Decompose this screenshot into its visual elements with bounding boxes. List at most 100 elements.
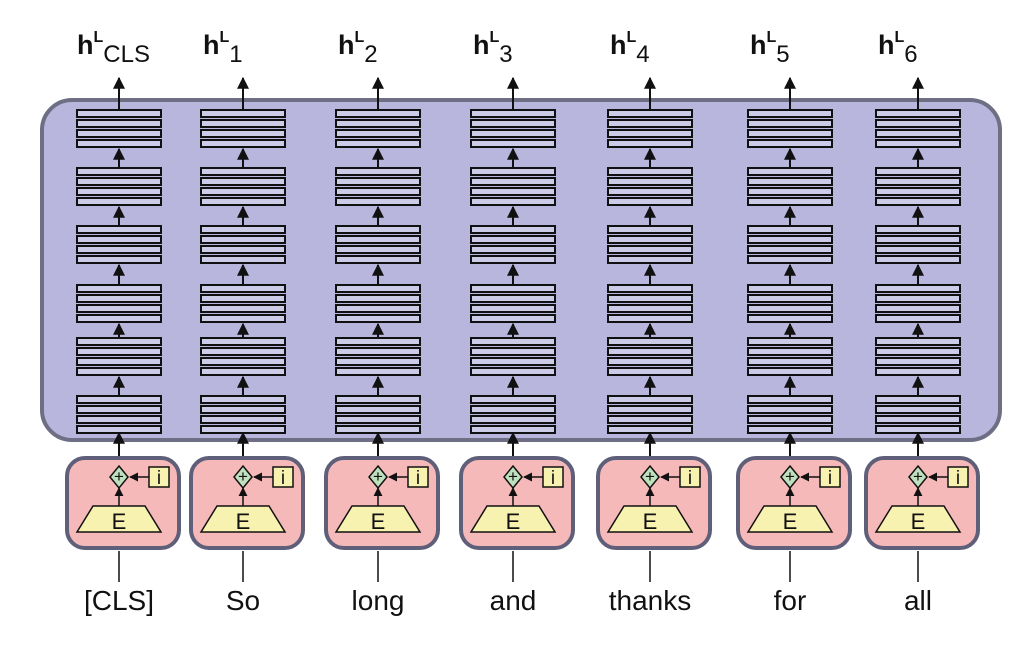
layer-bar <box>76 119 162 128</box>
layer-bar <box>76 395 162 404</box>
layer-bar <box>200 197 286 206</box>
layer-bar <box>335 367 421 376</box>
output-label: hL4 <box>610 29 650 68</box>
layer-bar <box>200 245 286 254</box>
layer-bar <box>200 187 286 196</box>
add-symbol: + <box>913 467 923 486</box>
embedding-trapezoid <box>469 505 557 533</box>
transformer-layer <box>200 395 286 434</box>
layer-bar <box>200 235 286 244</box>
output-h: h <box>750 30 767 60</box>
layer-bar <box>607 167 693 176</box>
layer-bar <box>76 367 162 376</box>
layer-bar <box>875 395 961 404</box>
add-node-icon <box>780 464 800 490</box>
embedding-label: E <box>371 509 386 534</box>
layer-bar <box>747 225 833 234</box>
layer-bar <box>607 357 693 366</box>
layer-bar <box>607 367 693 376</box>
output-superscript: L <box>895 29 905 46</box>
transformer-encoder-block <box>40 98 1002 442</box>
layer-bar <box>747 187 833 196</box>
add-node-icon <box>368 464 388 490</box>
layer-bar <box>335 187 421 196</box>
layer-bar <box>875 304 961 313</box>
layer-bar <box>875 129 961 138</box>
layer-bar <box>335 395 421 404</box>
transformer-layer <box>747 395 833 434</box>
transformer-layer <box>470 167 556 206</box>
layer-bar <box>875 167 961 176</box>
layer-bar <box>470 197 556 206</box>
layer-bar <box>335 405 421 414</box>
input-token: thanks <box>609 585 692 616</box>
layer-bar <box>747 294 833 303</box>
layer-bar <box>76 405 162 414</box>
output-superscript: L <box>627 29 637 46</box>
output-subscript: 5 <box>776 41 789 68</box>
layer-bar <box>76 314 162 323</box>
output-subscript: 2 <box>364 41 377 68</box>
layer-bar <box>747 425 833 434</box>
embedding-trapezoid <box>874 505 962 533</box>
add-node-icon <box>233 464 253 490</box>
transformer-layer <box>607 167 693 206</box>
embedding-label: E <box>911 509 926 534</box>
transformer-layer <box>76 284 162 323</box>
layer-bar <box>335 415 421 424</box>
add-symbol: + <box>645 467 655 486</box>
layer-bar <box>607 187 693 196</box>
input-token: long <box>352 585 405 616</box>
add-node-icon <box>908 464 928 490</box>
layer-bar <box>335 109 421 118</box>
layer-bar <box>470 187 556 196</box>
layer-bar <box>747 304 833 313</box>
position-label: i <box>416 468 420 489</box>
output-subscript: 4 <box>636 41 649 68</box>
layer-bar <box>875 245 961 254</box>
output-label: hL5 <box>750 29 790 68</box>
output-h: h <box>473 30 490 60</box>
layer-bar <box>747 284 833 293</box>
transformer-layer <box>875 167 961 206</box>
layer-bar <box>875 347 961 356</box>
layer-bar <box>200 337 286 346</box>
layer-bar <box>747 129 833 138</box>
layer-bar <box>76 109 162 118</box>
layer-bar <box>200 304 286 313</box>
layer-bar <box>200 425 286 434</box>
add-symbol: + <box>373 467 383 486</box>
layer-bar <box>200 405 286 414</box>
layer-bar <box>76 129 162 138</box>
output-label: hLCLS <box>77 29 150 68</box>
layer-bar <box>200 177 286 186</box>
layer-bar <box>607 415 693 424</box>
layer-bar <box>607 294 693 303</box>
position-label: i <box>157 468 161 489</box>
layer-bar <box>470 167 556 176</box>
output-superscript: L <box>94 29 104 46</box>
layer-bar <box>200 367 286 376</box>
layer-bar <box>335 245 421 254</box>
output-subscript: 6 <box>904 41 917 68</box>
output-h: h <box>338 30 355 60</box>
layer-bar <box>607 129 693 138</box>
layer-bar <box>607 284 693 293</box>
layer-bar <box>76 294 162 303</box>
layer-bar <box>335 129 421 138</box>
layer-bar <box>470 255 556 264</box>
layer-bar <box>76 304 162 313</box>
layer-bar <box>76 337 162 346</box>
layer-bar <box>335 167 421 176</box>
input-embedding-block: E+i <box>459 456 575 550</box>
layer-bar <box>200 109 286 118</box>
layer-bar <box>607 395 693 404</box>
embedding-trapezoid <box>334 505 422 533</box>
layer-bar <box>747 395 833 404</box>
layer-bar <box>875 294 961 303</box>
layer-bar <box>470 245 556 254</box>
layer-bar <box>875 109 961 118</box>
transformer-layer <box>747 337 833 376</box>
